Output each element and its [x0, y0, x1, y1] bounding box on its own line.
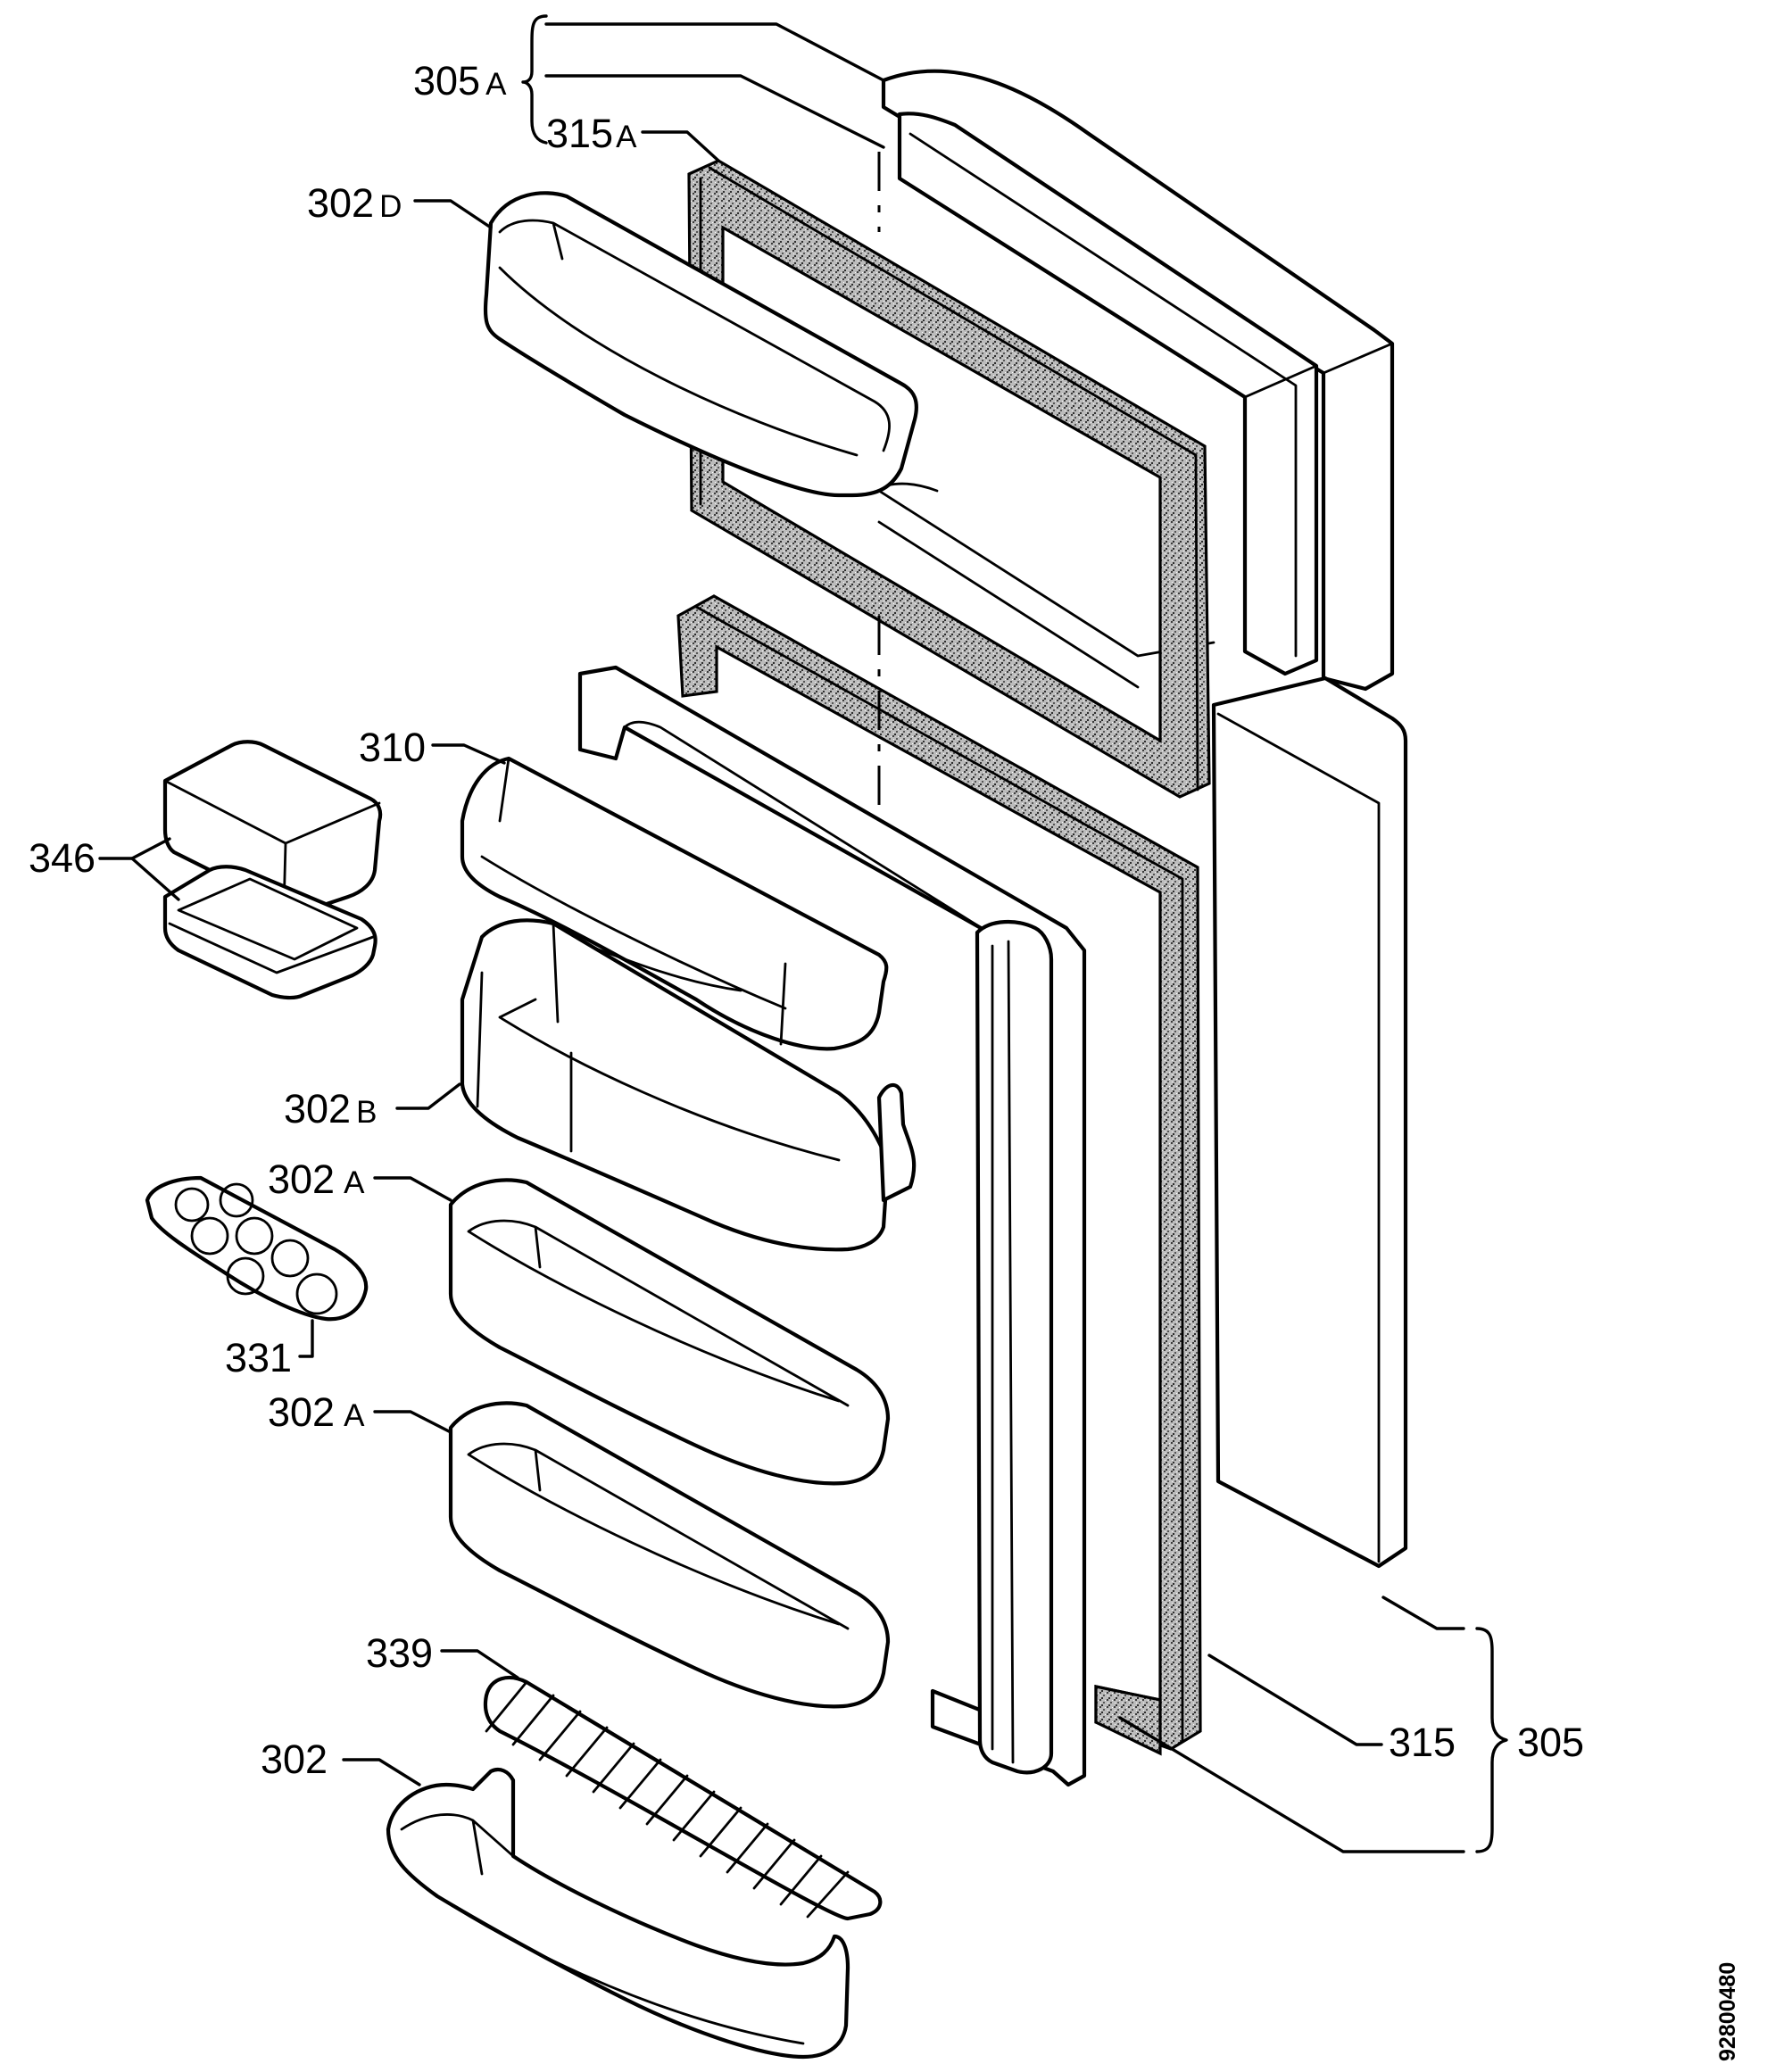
diagram-code: 92800480 [1715, 1962, 1740, 2061]
butter-dish-346 [162, 740, 383, 1000]
fridge-door-gasket [676, 594, 1202, 1756]
leader-lines [98, 14, 1508, 1853]
label-339: 339 [366, 1630, 433, 1676]
dairy-compartment-310 [460, 756, 889, 1051]
door-bin-302-bottom [386, 1767, 850, 2060]
fridge-door-outer [1211, 676, 1408, 1569]
egg-tray-331 [145, 1175, 369, 1322]
label-310: 310 [359, 725, 426, 770]
fridge-door-liner [577, 665, 1087, 1787]
door-bin-302B [460, 918, 917, 1252]
label-315A: 315A [546, 111, 637, 156]
label-302: 302 [261, 1737, 328, 1782]
label-315: 315 [1389, 1720, 1456, 1765]
bottle-rack-339 [483, 1675, 883, 1921]
freezer-door-inner-panel [877, 112, 1319, 689]
label-331: 331 [225, 1335, 292, 1380]
door-shelf-302D [483, 191, 918, 498]
door-bin-302A-lower [448, 1401, 891, 1709]
label-346: 346 [29, 835, 95, 881]
door-bin-302A-upper [448, 1178, 891, 1486]
label-305: 305 [1517, 1720, 1584, 1765]
